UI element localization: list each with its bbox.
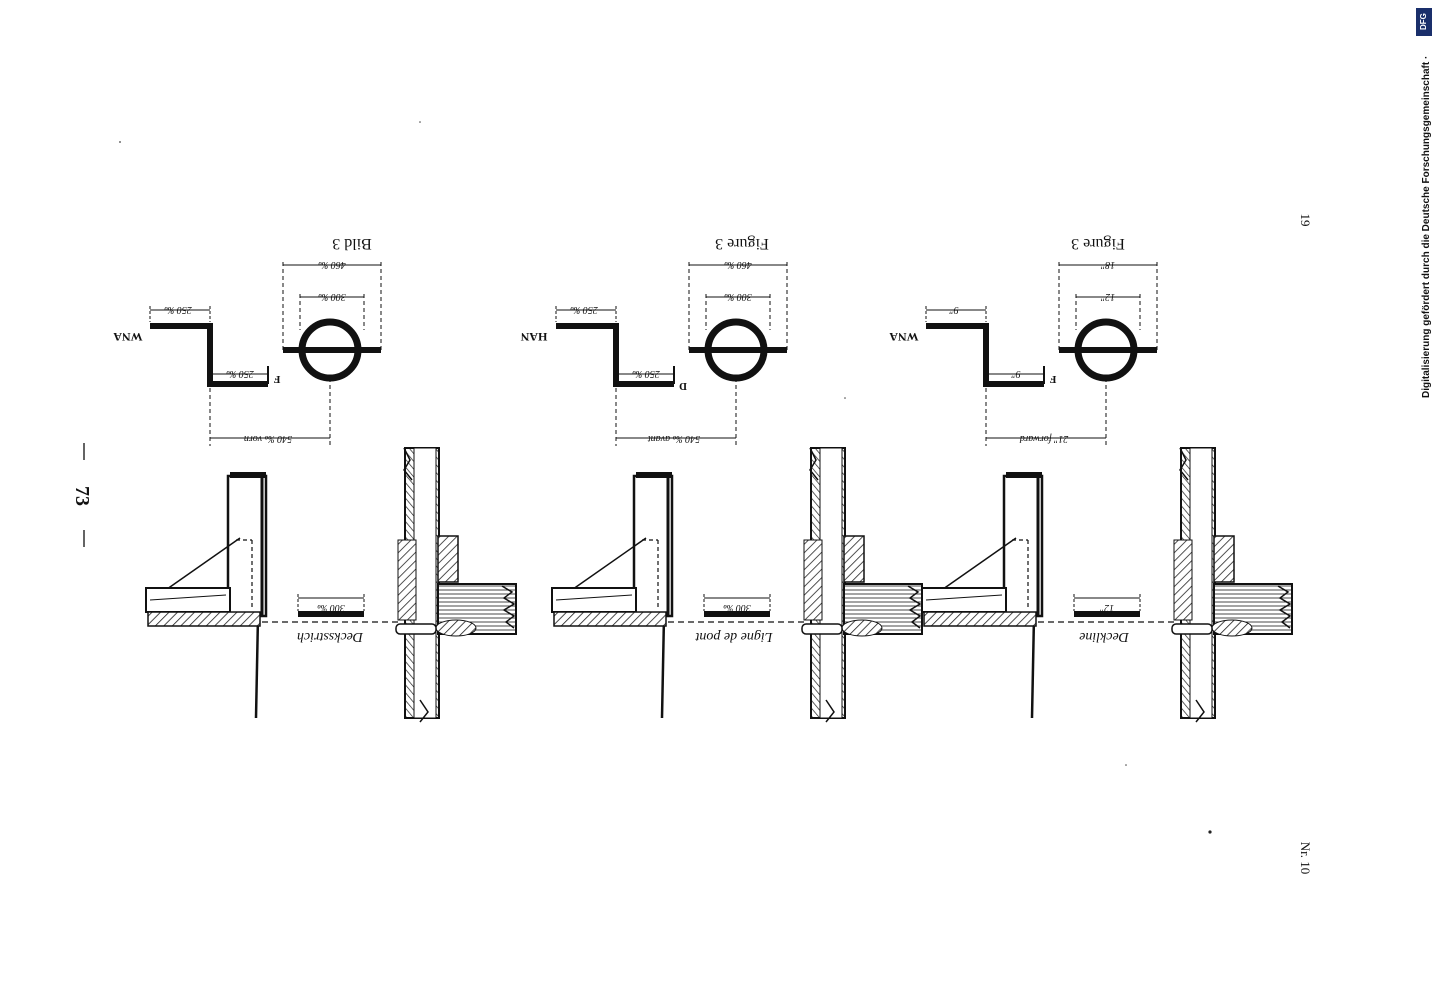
step-bottom-dim: 9" <box>1011 368 1021 379</box>
step-top-dim: 9" <box>949 304 959 315</box>
deck-line-label: Decksstrich <box>297 629 364 644</box>
step-bottom-dim: 250 ‰ <box>226 368 254 379</box>
letters-top: WNA <box>889 330 919 344</box>
letters-top: WNA <box>113 330 143 344</box>
forward-dim: 540 ‰ vorn <box>244 433 292 444</box>
page-number: 73 <box>71 486 93 506</box>
funding-credit: Digitalisierung gefördert durch die Deut… <box>1416 8 1434 398</box>
step-top-dim: 250 ‰ <box>570 304 598 315</box>
letter-bottom: F <box>1049 373 1056 385</box>
ring-inner-dim: 12" <box>1100 291 1115 302</box>
ring-outer-dim: 460 ‰ <box>724 259 752 270</box>
deck-line-label: Deckline <box>1079 629 1130 644</box>
figure-french: Figure 3 Ligne de pont 300 ‰ 460 ‰ 300 ‰… <box>520 235 922 722</box>
page-number-marker: 73 <box>71 443 93 547</box>
forward-dim: 540 ‰ avant <box>648 433 700 444</box>
funding-credit-text: Digitalisierung gefördert durch die Deut… <box>1421 55 1432 398</box>
figure-caption: Figure 3 <box>1071 235 1125 252</box>
step-top-dim: 250 ‰ <box>164 304 192 315</box>
figure-english: Figure 3 Deckline 12" 18" 12" 9" 9" 21" … <box>889 235 1292 722</box>
forward-dim: 21" forward <box>1019 433 1069 444</box>
ring-outer-dim: 18" <box>1100 259 1115 270</box>
hull-section-drawing <box>146 262 516 722</box>
deck-line-width-dim: 300 ‰ <box>317 602 346 613</box>
document-number: Nr. 10 <box>1298 842 1313 875</box>
deck-line-width-dim: 12" <box>1099 602 1114 613</box>
figure-caption: Figure 3 <box>715 235 769 252</box>
deck-line-width-dim: 300 ‰ <box>723 602 752 613</box>
hull-section-drawing <box>922 262 1292 722</box>
figure-german: Bild 3 Decksstrich 300 ‰ 460 ‰ 300 ‰ 250… <box>113 235 516 722</box>
ring-inner-dim: 300 ‰ <box>318 291 347 302</box>
deck-line-label: Ligne de pont <box>694 629 773 644</box>
ring-inner-dim: 300 ‰ <box>724 291 753 302</box>
letter-bottom: F <box>273 373 280 385</box>
sheet-number: 19 <box>1298 214 1313 227</box>
hull-section-drawing <box>552 262 922 722</box>
letter-bottom: D <box>679 380 687 392</box>
figure-caption: Bild 3 <box>332 235 372 252</box>
ring-outer-dim: 460 ‰ <box>318 259 346 270</box>
letters-top: HAN <box>520 330 547 344</box>
step-bottom-dim: 250 ‰ <box>632 368 660 379</box>
